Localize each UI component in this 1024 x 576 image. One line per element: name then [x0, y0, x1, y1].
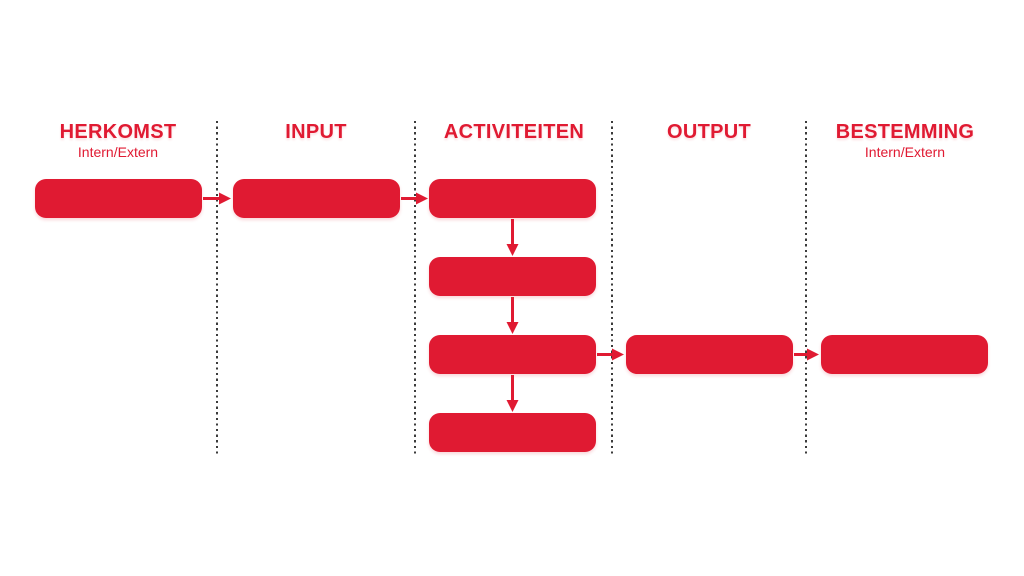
activiteit-box-3 [429, 335, 596, 374]
column-divider-1 [216, 121, 218, 454]
column-header-bestemming: BESTEMMING Intern/Extern [795, 121, 1015, 160]
column-header-herkomst: HERKOMST Intern/Extern [8, 121, 228, 160]
column-sublabel-herkomst: Intern/Extern [77, 144, 159, 160]
column-title-herkomst: HERKOMST [59, 121, 177, 143]
bestemming-box [821, 335, 988, 374]
input-box [233, 179, 400, 218]
column-header-activiteiten: ACTIVITEITEN [404, 121, 624, 143]
herkomst-box [35, 179, 202, 218]
column-title-bestemming: BESTEMMING [835, 121, 975, 143]
column-title-output: OUTPUT [666, 121, 752, 143]
output-box [626, 335, 793, 374]
column-title-input: INPUT [285, 121, 347, 143]
column-header-input: INPUT [206, 121, 426, 143]
column-divider-3 [611, 121, 613, 454]
activiteit-box-4 [429, 413, 596, 452]
column-title-activiteiten: ACTIVITEITEN [443, 121, 585, 143]
column-divider-4 [805, 121, 807, 454]
column-header-output: OUTPUT [599, 121, 819, 143]
column-divider-2 [414, 121, 416, 454]
column-sublabel-bestemming: Intern/Extern [864, 144, 946, 160]
activiteit-box-1 [429, 179, 596, 218]
activiteit-box-2 [429, 257, 596, 296]
